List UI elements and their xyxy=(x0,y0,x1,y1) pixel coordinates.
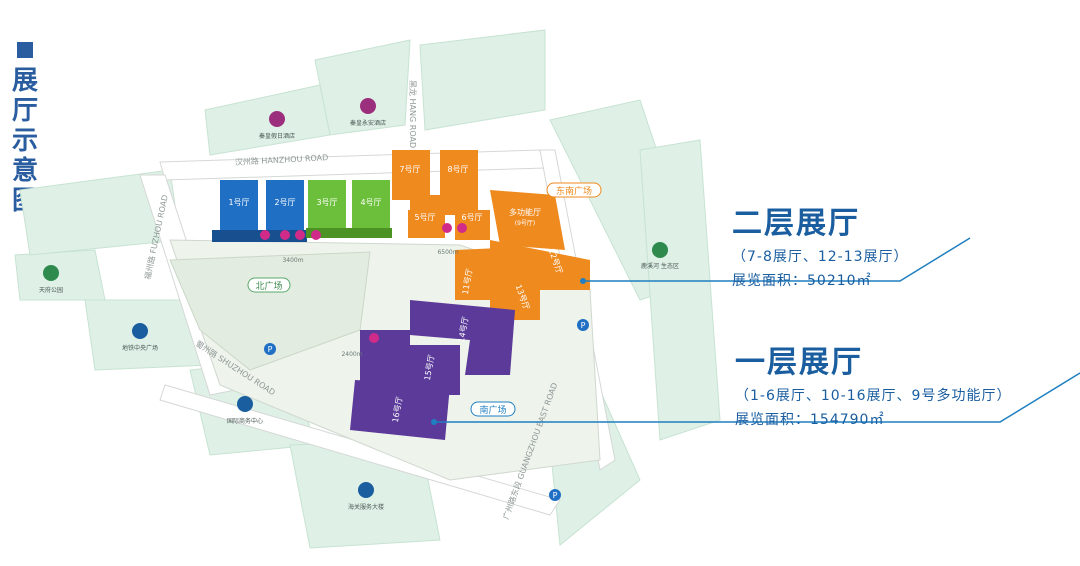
legend-1f-title: 一层展厅 xyxy=(735,345,863,380)
hotel1-label: 秦皇假日酒店 xyxy=(259,132,295,140)
hall-16-label: 16号厅 xyxy=(391,396,404,423)
title-square-icon xyxy=(17,42,33,58)
south-plaza-label: 南广场 xyxy=(479,404,506,416)
legend-first-floor: 一层展厅 （1-6展厅、10-16展厅、9号多功能厅） 展览面积：154790㎡ xyxy=(735,337,1011,429)
title-char: 意 xyxy=(11,156,38,186)
entrance-icon xyxy=(369,333,379,343)
parking-icon xyxy=(549,489,561,501)
parking-icon xyxy=(577,319,589,331)
blue-halls xyxy=(212,180,307,242)
metro-icon xyxy=(132,323,148,339)
legend-2f-halls: （7-8展厅、12-13展厅） xyxy=(732,249,909,265)
parking-icons: P P P xyxy=(264,319,589,501)
hall-8-label: 8号厅 xyxy=(447,165,468,174)
business-icon xyxy=(237,396,253,412)
leader-line-1f xyxy=(434,372,1080,423)
pois: 秦皇假日酒店 秦皇永安酒店 天府公园 地铁中央广场 国际商务中心 海关服务大楼 … xyxy=(39,98,679,511)
metro-label: 地铁中央广场 xyxy=(122,344,158,352)
customs-label: 海关服务大楼 xyxy=(348,503,384,511)
legend-2f-area: 展览面积：50210㎡ xyxy=(732,273,872,289)
hall-6-label: 6号厅 xyxy=(461,213,482,222)
legend-2f-title: 二层展厅 xyxy=(732,206,860,241)
distance-label: 3400m xyxy=(282,257,303,264)
hotel-icon xyxy=(360,98,376,114)
entrance-icon xyxy=(311,230,321,240)
leader-dot-2f xyxy=(580,278,586,284)
entrance-icon xyxy=(442,223,452,233)
distance-markers: 3400m 6500m 2400m xyxy=(282,249,458,358)
svg-text:P: P xyxy=(581,321,586,330)
hall-7-label: 7号厅 xyxy=(399,165,420,174)
entrance-icon xyxy=(457,223,467,233)
green-halls xyxy=(306,180,392,238)
hall-4-label: 4号厅 xyxy=(360,198,381,207)
leader-dot-1f xyxy=(431,419,437,425)
hall-14-label: 14号厅 xyxy=(457,316,470,343)
hotel-icon xyxy=(269,111,285,127)
plaza-labels: 北广场 南广场 东南广场 xyxy=(247,182,602,417)
parking-icon xyxy=(264,343,276,355)
title-char: 厅 xyxy=(11,96,38,126)
hanzhou-road-label: 汉州路 HANZHOU ROAD xyxy=(235,152,329,167)
svg-text:P: P xyxy=(553,491,558,500)
entrance-icon xyxy=(260,230,270,240)
distance-label: 2400m xyxy=(341,351,362,358)
hall-5-label: 5号厅 xyxy=(414,213,435,222)
hall-3-label: 3号厅 xyxy=(316,198,337,207)
orange-halls xyxy=(392,150,590,320)
title-char: 展 xyxy=(11,66,38,96)
hall-15-label: 15号厅 xyxy=(423,354,436,381)
north-plaza-label: 北广场 xyxy=(255,280,282,292)
hall-1-label: 1号厅 xyxy=(228,198,249,207)
right-top-road-label: 黑龙 HANG ROAD xyxy=(408,80,418,148)
svg-text:P: P xyxy=(268,345,273,354)
legend-1f-area: 展览面积：154790㎡ xyxy=(735,412,885,428)
legend-1f-halls: （1-6展厅、10-16展厅、9号多功能厅） xyxy=(735,388,1012,404)
leader-line-2f xyxy=(583,237,971,282)
legend-second-floor: 二层展厅 （7-8展厅、12-13展厅） 展览面积：50210㎡ xyxy=(732,198,909,290)
entrance-icon xyxy=(295,230,305,240)
se-plaza-label: 东南广场 xyxy=(556,185,592,197)
entrance-icon xyxy=(280,230,290,240)
river-icon xyxy=(652,242,668,258)
hall-9-label: 多功能厅 xyxy=(509,207,541,217)
north-plaza-area xyxy=(169,251,371,371)
distance-label: 6500m xyxy=(437,249,458,256)
intl-center-label: 国际商务中心 xyxy=(227,417,263,425)
hall-9b-label: (9号厅) xyxy=(515,220,536,227)
customs-icon xyxy=(358,482,374,498)
title-char: 示 xyxy=(11,126,38,156)
river-label: 鹿溪河 生态区 xyxy=(641,262,679,270)
park-label: 天府公园 xyxy=(39,286,63,294)
purple-halls xyxy=(350,300,515,440)
hall-11-label: 11号厅 xyxy=(461,268,474,295)
hall-2-label: 2号厅 xyxy=(274,198,295,207)
park-icon xyxy=(43,265,59,281)
hotel2-label: 秦皇永安酒店 xyxy=(350,119,386,127)
entrance-markers xyxy=(260,223,467,343)
